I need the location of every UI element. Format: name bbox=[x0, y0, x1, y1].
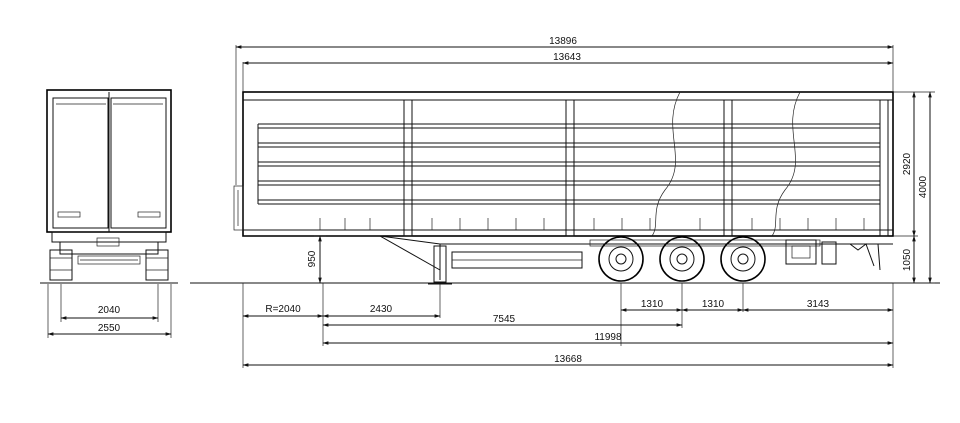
kingpin-to-landing-gear-label: 2430 bbox=[370, 304, 393, 315]
kingpin-to-first-axle-label: 7545 bbox=[493, 314, 516, 325]
axle-2-wheel bbox=[659, 236, 705, 282]
turning-radius-label: R=2040 bbox=[265, 304, 301, 315]
left-rear-door bbox=[52, 97, 109, 229]
kingpin-height-label: 950 bbox=[307, 250, 318, 267]
rear-overhang-label: 3143 bbox=[807, 299, 830, 310]
overall-length-label: 13896 bbox=[549, 36, 577, 47]
rear-wheel-left bbox=[49, 249, 73, 281]
toolbox bbox=[785, 239, 817, 265]
body-height-label: 2920 bbox=[902, 152, 913, 175]
overall-width-label: 2550 bbox=[98, 323, 121, 334]
landing-gear bbox=[433, 245, 447, 283]
axle-3-wheel bbox=[720, 236, 766, 282]
rear-view: 2040 2550 bbox=[40, 89, 178, 338]
axle-spacing-1-label: 1310 bbox=[641, 299, 664, 310]
axle-1-wheel bbox=[598, 236, 644, 282]
axle-spacing-2-label: 1310 bbox=[702, 299, 725, 310]
kingpin-to-third-axle-label: 11998 bbox=[594, 332, 622, 343]
right-rear-door bbox=[110, 97, 167, 229]
track-width-label: 2040 bbox=[98, 305, 121, 316]
rear-wheel-right bbox=[145, 249, 169, 281]
platform-height-label: 1050 bbox=[902, 248, 913, 271]
body-length-label: 13643 bbox=[553, 52, 581, 63]
side-view: 13896 13643 2920 1050 4000 950 R=2040 24… bbox=[190, 36, 940, 368]
overall-height-label: 4000 bbox=[918, 175, 929, 198]
curtain-slats bbox=[257, 123, 880, 205]
chassis-length-label: 13668 bbox=[554, 354, 582, 365]
